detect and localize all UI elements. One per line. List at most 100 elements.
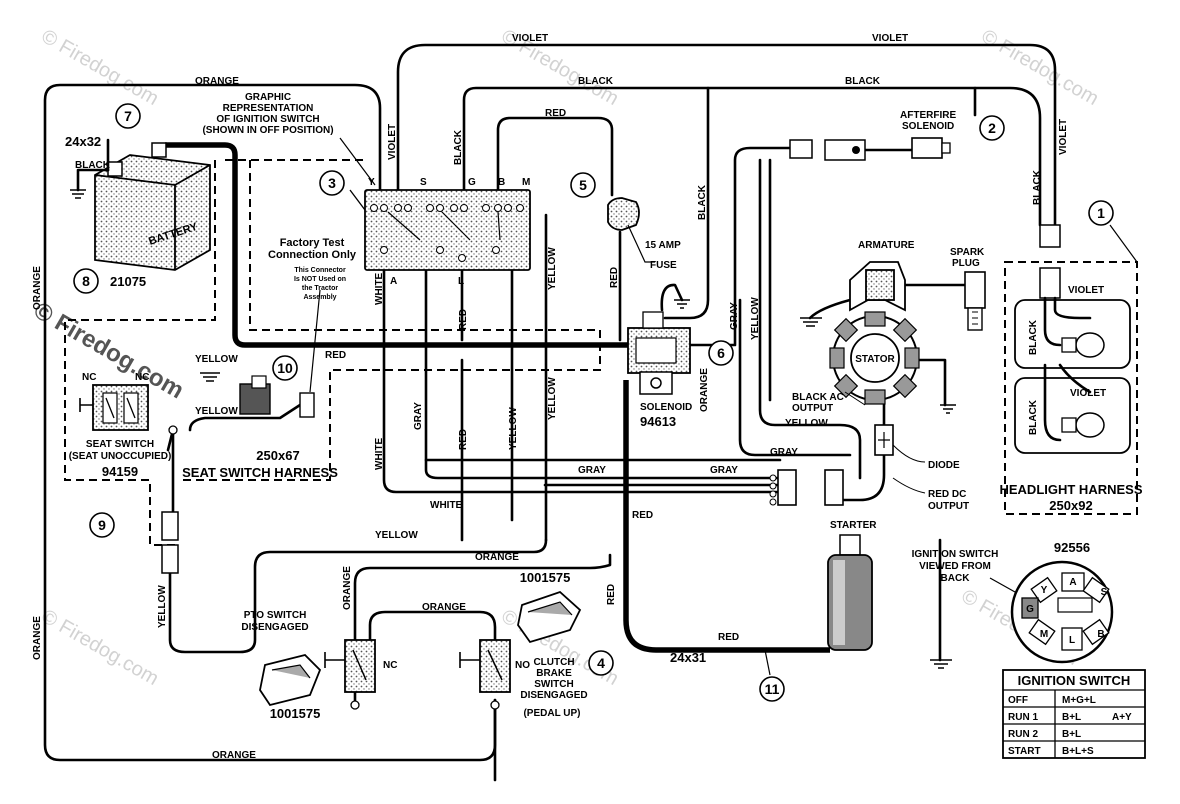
spark-plug: [964, 271, 986, 331]
callout-1: 1: [1097, 205, 1105, 221]
watermark: © Firedog.com: [38, 605, 163, 690]
wire-label-orange-left-2: ORANGE: [32, 616, 43, 660]
clutch-brake-switch: [459, 590, 582, 710]
ign-row-run1-pos: RUN 1: [1008, 712, 1038, 723]
pto-switch: [259, 639, 376, 710]
ign-view-leader: [989, 577, 1016, 593]
wire-label-yellow-1: YELLOW: [547, 247, 558, 290]
starter-label: STARTER: [830, 520, 877, 531]
callout-7: 7: [124, 108, 132, 124]
clutch-part: 1001575: [520, 570, 571, 585]
afterfire-label-line2: SOLENOID: [902, 121, 954, 132]
wire-label-orange-mid: ORANGE: [475, 552, 519, 563]
stator-label: STATOR: [855, 354, 895, 365]
wire-label-gray-4: GRAY: [729, 302, 740, 330]
seat-switch: [79, 384, 179, 574]
red-dc-line2: OUTPUT: [928, 501, 969, 512]
ign-row-off-pos: OFF: [1008, 695, 1028, 706]
pto-part: 1001575: [270, 706, 321, 721]
seat-harness-part: 250x67: [256, 448, 299, 463]
graphic-rep-line4: (SHOWN IN OFF POSITION): [202, 125, 333, 136]
diode-label: DIODE: [928, 460, 960, 471]
ign-row-run2-circuit: B+L: [1062, 729, 1081, 740]
seat-nc-right: NC: [135, 372, 149, 383]
seat-ground-icon: [200, 372, 220, 382]
callouts: 1 2 3 4 5 6 7 8 9 10 11: [73, 103, 1114, 702]
black-ac-leader: [844, 391, 866, 406]
callout-6: 6: [717, 345, 725, 361]
wire-label-yellow-7: YELLOW: [157, 585, 168, 628]
wire-label-gray-1: GRAY: [413, 402, 424, 430]
wire-label-orange-left-1: ORANGE: [32, 266, 43, 310]
wire-label-black-4: BLACK: [697, 184, 708, 220]
watermark: © Firedog.com: [978, 25, 1103, 110]
seat-switch-part: 94159: [102, 464, 138, 479]
wire-label-gray-3: GRAY: [710, 465, 738, 476]
wire-label-white-3: WHITE: [430, 500, 463, 511]
battery-cable-part: 24x32: [65, 134, 101, 149]
fuse-label-line1: 15 AMP: [645, 240, 681, 251]
armature-label: ARMATURE: [858, 240, 915, 251]
solenoid-label: SOLENOID: [640, 402, 692, 413]
wire-label-black-5: BLACK: [1032, 169, 1043, 205]
spark-plug-line2: PLUG: [952, 258, 980, 269]
wire-label-black-1: BLACK: [578, 76, 614, 87]
wire-label-red-7: RED: [606, 584, 617, 605]
wire-label-red-4: RED: [458, 309, 469, 330]
ign-view-line2: VIEWED FROM: [919, 561, 991, 572]
ign-terminal-a: A: [390, 276, 397, 287]
headlight-violet-1: VIOLET: [1068, 285, 1104, 296]
connector-note-line2: Is NOT Used on: [294, 276, 346, 283]
wire-label-orange-pto: ORANGE: [422, 602, 466, 613]
callout-9: 9: [98, 517, 106, 533]
callout-4: 4: [597, 655, 605, 671]
pto-switch-line1: PTO SWITCH: [244, 610, 307, 621]
wire-label-orange-pto-v: ORANGE: [342, 566, 353, 610]
black-ac-line2: OUTPUT: [792, 403, 833, 414]
wire-label-white-2: WHITE: [374, 437, 385, 470]
ign-view-line1: IGNITION SWITCH: [912, 549, 999, 560]
pto-switch-line2: DISENGAGED: [241, 622, 308, 633]
wire-label-gray-2: GRAY: [578, 465, 606, 476]
wire-label-gray-5: GRAY: [770, 447, 798, 458]
wire-label-orange-sol: ORANGE: [699, 368, 710, 412]
starter-cable-part: 24x31: [670, 650, 706, 665]
headlight-violet-2: VIOLET: [1070, 388, 1106, 399]
graphic-rep-leader: [339, 137, 376, 186]
headlight-black-1: BLACK: [1028, 319, 1039, 355]
wire-label-red-8: RED: [718, 632, 739, 643]
harness-outlines: [64, 159, 1138, 546]
wire-labels: ORANGE ORANGE ORANGE ORANGE ORANGE ORANG…: [32, 33, 1069, 761]
headlight-black-2: BLACK: [1028, 399, 1039, 435]
wire-label-yellow-5: YELLOW: [195, 354, 238, 365]
headlight-harness: [1014, 224, 1138, 454]
connector-note-line3: the Tractor: [302, 285, 338, 292]
wire-label-violet-1: VIOLET: [512, 33, 548, 44]
armature: [849, 261, 906, 312]
wires: [43, 43, 1057, 782]
callout-3: 3: [328, 175, 336, 191]
ignition-back-view: [1010, 560, 1114, 664]
connector-note-line1: This Connector: [294, 267, 346, 274]
ign-terminal-s: S: [420, 177, 427, 188]
seat-switch-line2: (SEAT UNOCCUPIED): [69, 451, 172, 462]
back-y: Y: [1041, 585, 1048, 596]
black-ac-line1: BLACK AC: [792, 392, 844, 403]
back-s: S: [1101, 587, 1108, 598]
red-dc-line1: RED DC: [928, 489, 966, 500]
wire-label-yellow-4: YELLOW: [375, 530, 418, 541]
clutch-line2: BRAKE: [536, 668, 572, 679]
callout-5: 5: [579, 177, 587, 193]
clutch-line3: SWITCH: [534, 679, 573, 690]
watermark: © Firedog.com: [38, 25, 163, 110]
fuse-label-line2: FUSE: [650, 260, 677, 271]
headlight-harness-label: HEADLIGHT HARNESS: [999, 482, 1142, 497]
wire-label-yellow-9: YELLOW: [785, 418, 828, 429]
wire-label-black-3: BLACK: [453, 129, 464, 165]
seat-nc-left: NC: [82, 372, 96, 383]
ign-row-run2-pos: RUN 2: [1008, 729, 1038, 740]
solenoid: [627, 283, 691, 395]
callout-11: 11: [765, 681, 780, 697]
starter-cable-leader: [764, 649, 771, 676]
